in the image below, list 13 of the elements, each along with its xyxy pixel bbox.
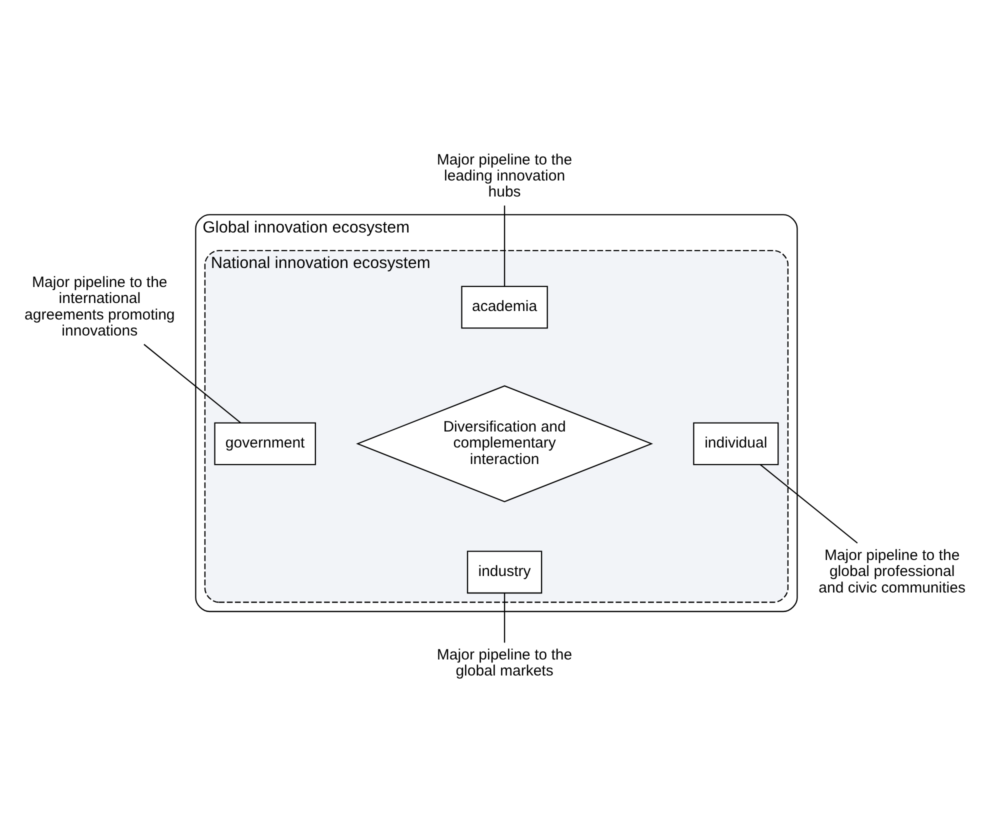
node-text: Major pipeline to the leading innovation hubs [436, 151, 572, 201]
node-text: Major pipeline to the global professional and civic communities [818, 546, 966, 596]
node-text: Major pipeline to the global markets [436, 646, 572, 680]
connector [504, 206, 506, 286]
node-box: industry [466, 550, 542, 594]
node-text: Major pipeline to the international agreements promoting innovations [24, 274, 175, 340]
connector [760, 464, 858, 544]
connector [144, 344, 241, 424]
node-box: individual [693, 422, 779, 466]
connector [504, 593, 506, 643]
node-diamond: Diversification and complementary interaction [356, 385, 654, 502]
node-box: government [214, 422, 316, 466]
node-box: academia [461, 286, 548, 329]
